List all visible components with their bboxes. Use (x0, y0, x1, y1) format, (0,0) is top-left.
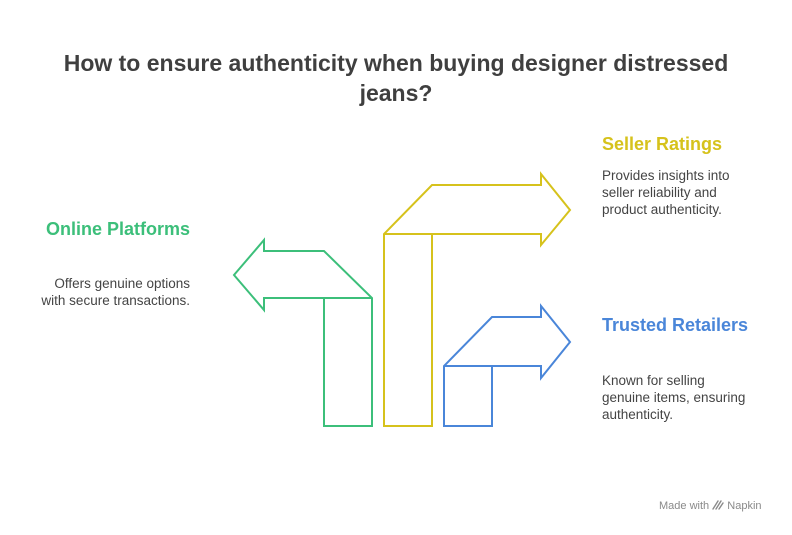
seller-ratings-heading: Seller Ratings (602, 134, 723, 154)
seller-ratings-description: Provides insights into seller reliabilit… (602, 168, 730, 217)
trusted-retailers-description: Known for selling genuine items, ensurin… (602, 373, 746, 422)
page-title: How to ensure authenticity when buying d… (63, 50, 729, 106)
online-platforms-description: Offers genuine options with secure trans… (41, 276, 190, 308)
napkin-logo-icon (712, 500, 724, 510)
napkin-brand-label: Napkin (727, 500, 762, 512)
made-with-label: Made with (659, 500, 710, 512)
online-platforms-heading: Online Platforms (45, 219, 190, 239)
seller-ratings-arrow-icon (383, 171, 572, 427)
online-platforms-arrow-icon (232, 237, 373, 427)
made-with-napkin-footer[interactable]: Made with Napkin (659, 499, 779, 512)
trusted-retailers-heading: Trusted Retailers (602, 315, 749, 335)
trusted-retailers-arrow-icon (443, 303, 572, 427)
